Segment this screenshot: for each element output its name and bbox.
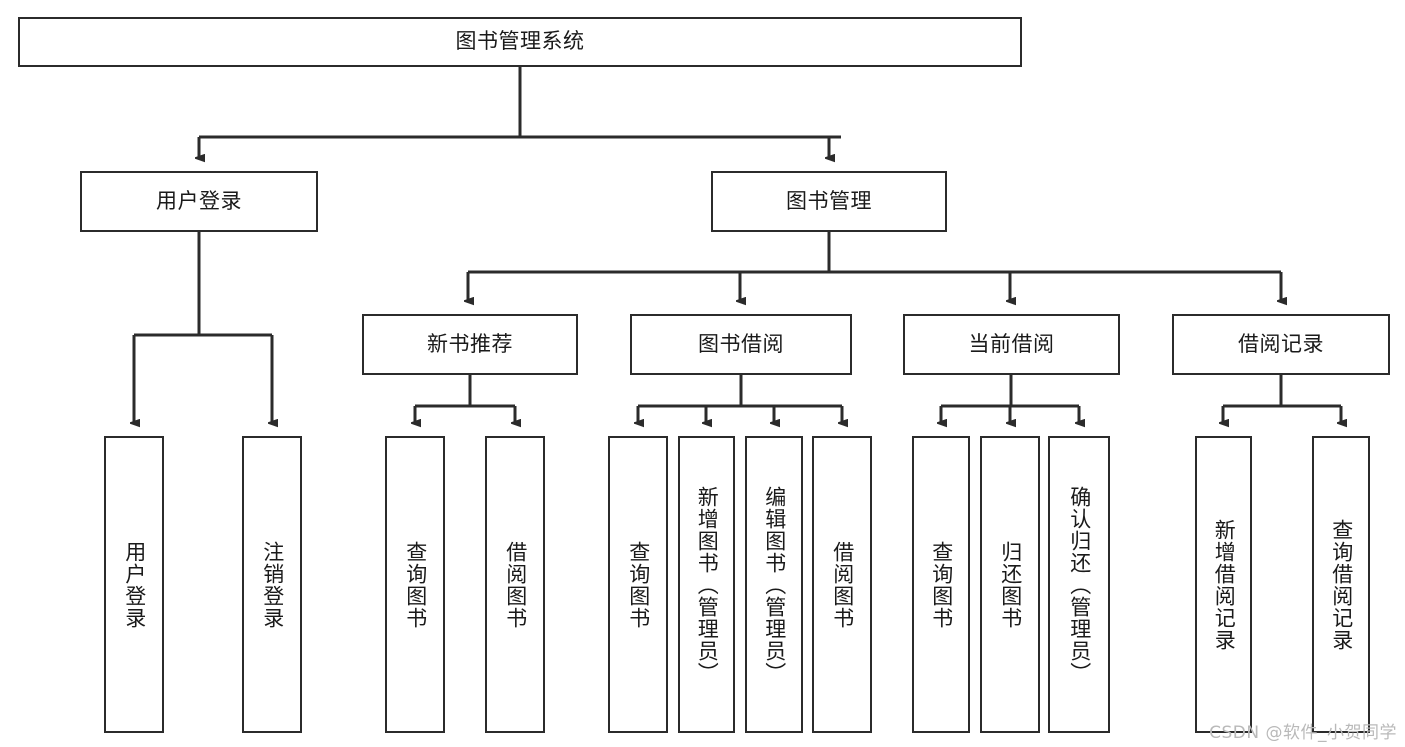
leaf-return-book[interactable]: 归还图书	[980, 436, 1040, 733]
leaf-edit-book-admin-label: 编辑图书（管理员）	[762, 485, 787, 684]
leaf-add-borrow-record-label: 新增借阅记录	[1212, 518, 1237, 651]
leaf-query-borrow-record-label: 查询借阅记录	[1329, 518, 1354, 651]
node-new-book-recommend-label: 新书推荐	[427, 331, 513, 356]
node-book-borrow[interactable]: 图书借阅	[630, 314, 852, 375]
leaf-user-login-label: 用户登录	[122, 540, 147, 629]
leaf-confirm-return-admin[interactable]: 确认归还（管理员）	[1048, 436, 1110, 733]
leaf-confirm-return-admin-label: 确认归还（管理员）	[1067, 485, 1092, 684]
leaf-query-book-borrow-label: 查询图书	[626, 540, 651, 629]
node-root-label: 图书管理系统	[455, 29, 585, 54]
node-current-borrow[interactable]: 当前借阅	[903, 314, 1120, 375]
node-root[interactable]: 图书管理系统	[18, 17, 1022, 67]
node-book-manage[interactable]: 图书管理	[711, 171, 947, 232]
leaf-logout-label: 注销登录	[260, 540, 285, 629]
leaf-query-book-recommend-label: 查询图书	[403, 540, 428, 629]
node-borrow-record-label: 借阅记录	[1238, 331, 1324, 356]
node-user-login[interactable]: 用户登录	[80, 171, 318, 232]
leaf-borrow-book-recommend[interactable]: 借阅图书	[485, 436, 545, 733]
node-user-login-label: 用户登录	[156, 188, 242, 213]
leaf-edit-book-admin[interactable]: 编辑图书（管理员）	[745, 436, 803, 733]
node-book-borrow-label: 图书借阅	[698, 331, 784, 356]
leaf-query-borrow-record[interactable]: 查询借阅记录	[1312, 436, 1370, 733]
node-current-borrow-label: 当前借阅	[968, 331, 1055, 356]
node-book-manage-label: 图书管理	[786, 188, 872, 213]
leaf-borrow-book-recommend-label: 借阅图书	[503, 540, 528, 629]
leaf-query-book-recommend[interactable]: 查询图书	[385, 436, 445, 733]
leaf-query-book-current[interactable]: 查询图书	[912, 436, 970, 733]
leaf-query-book-borrow[interactable]: 查询图书	[608, 436, 668, 733]
leaf-borrow-book[interactable]: 借阅图书	[812, 436, 872, 733]
leaf-query-book-current-label: 查询图书	[929, 540, 954, 629]
leaf-user-login[interactable]: 用户登录	[104, 436, 164, 733]
leaf-borrow-book-label: 借阅图书	[830, 540, 855, 629]
leaf-add-book-admin-label: 新增图书（管理员）	[695, 485, 720, 684]
leaf-add-borrow-record[interactable]: 新增借阅记录	[1195, 436, 1252, 733]
leaf-return-book-label: 归还图书	[998, 540, 1023, 629]
leaf-add-book-admin[interactable]: 新增图书（管理员）	[678, 436, 735, 733]
node-borrow-record[interactable]: 借阅记录	[1172, 314, 1390, 375]
node-new-book-recommend[interactable]: 新书推荐	[362, 314, 578, 375]
leaf-logout[interactable]: 注销登录	[242, 436, 302, 733]
csdn-watermark: CSDN @软件_小贺同学	[1209, 723, 1397, 743]
